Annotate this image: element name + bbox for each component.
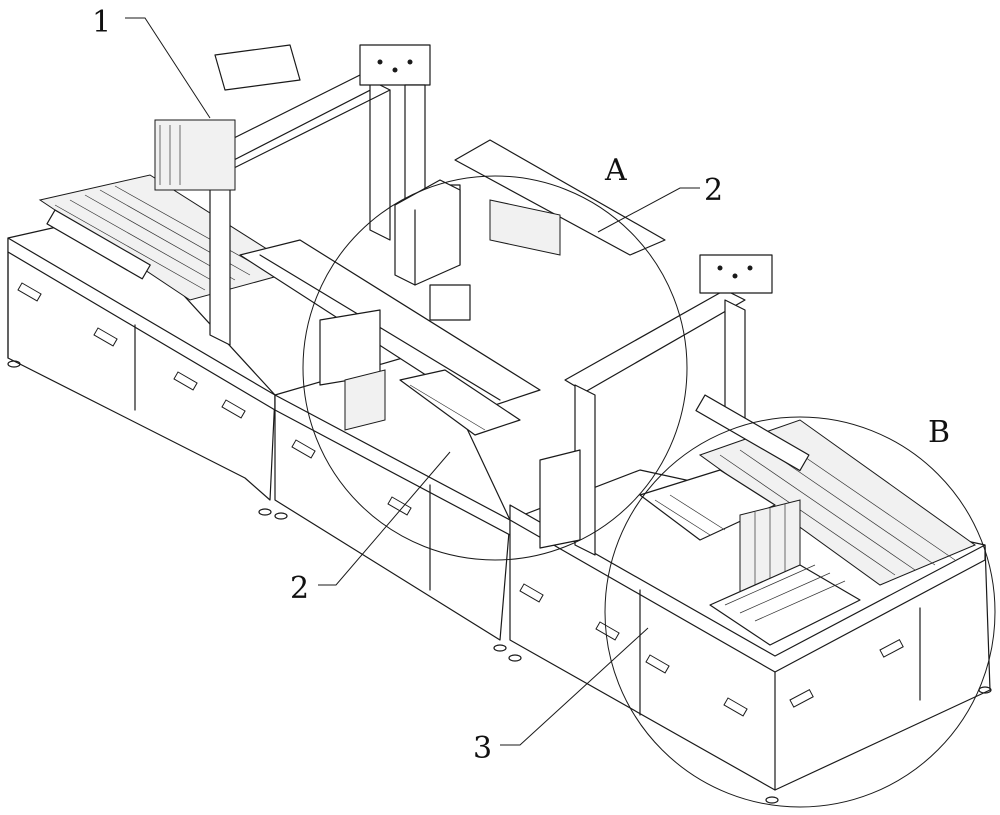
detail-circle-a xyxy=(302,175,688,561)
label-part-3: 3 xyxy=(473,731,492,766)
gantry-frame-1 xyxy=(154,44,431,346)
label-part-2-top: 2 xyxy=(704,173,723,208)
label-part-1: 1 xyxy=(92,5,111,40)
conveyor-left xyxy=(38,174,302,301)
label-part-2-bottom: 2 xyxy=(290,571,309,606)
leader-3 xyxy=(500,627,649,746)
dispenser-head xyxy=(319,179,471,431)
leader-2-top xyxy=(597,187,700,233)
leader-1 xyxy=(125,17,211,119)
cabinet-left xyxy=(7,214,276,516)
leader-2-bottom xyxy=(318,451,451,586)
gantry-frame-2 xyxy=(439,139,666,266)
label-detail-b: B xyxy=(928,415,950,450)
detail-circle-b xyxy=(604,416,996,808)
conveyor-right xyxy=(695,394,977,586)
label-detail-a: A xyxy=(604,153,627,188)
tray-stack xyxy=(639,469,861,646)
